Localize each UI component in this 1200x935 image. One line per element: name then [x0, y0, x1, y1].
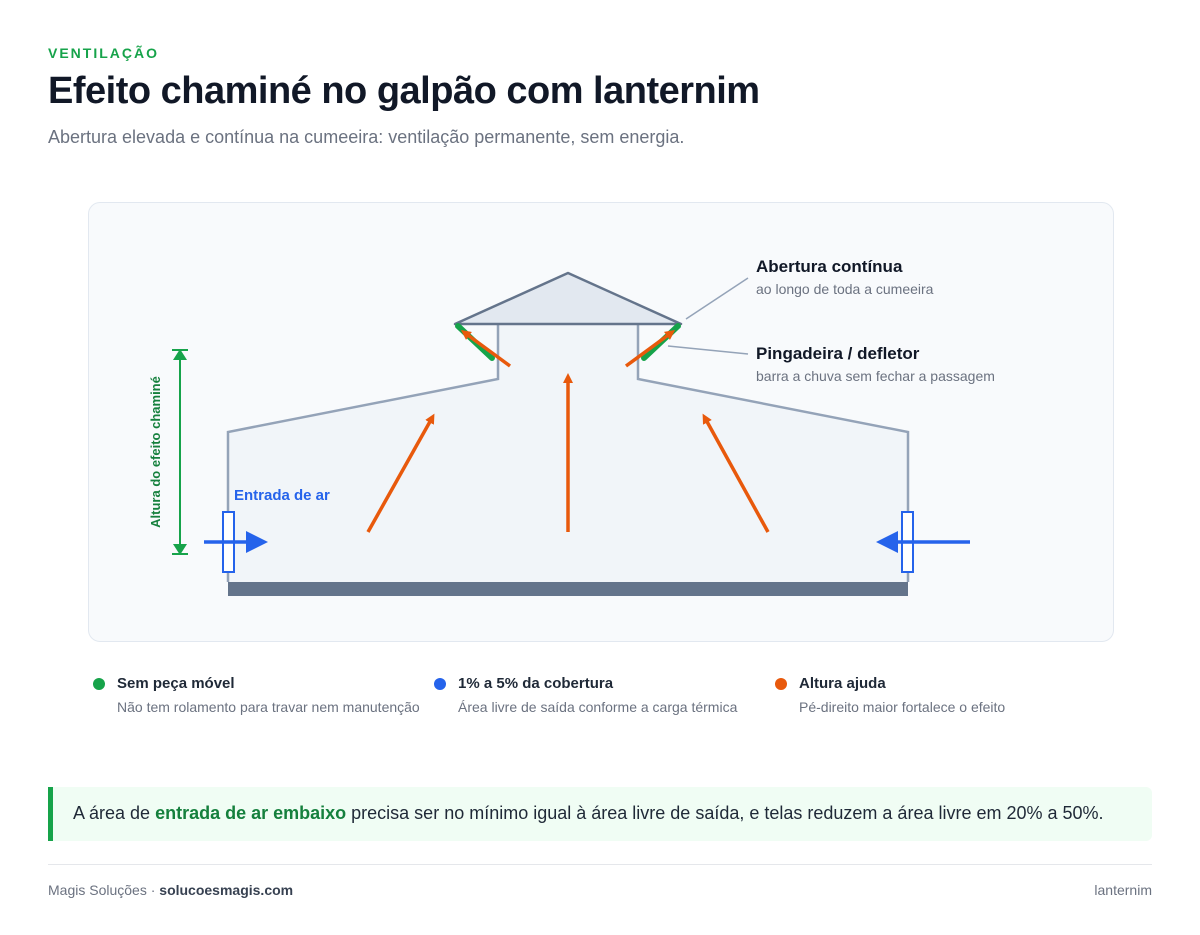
legend-desc: Pé-direito maior fortalece o efeito [799, 699, 1006, 715]
section-eyebrow: VENTILAÇÃO [48, 45, 159, 61]
height-marker-top-head [173, 349, 187, 360]
lantern-roof-cap [453, 271, 683, 326]
drip-annotation-sub: barra a chuva sem fechar a passagem [756, 368, 995, 384]
legend-dot [93, 678, 105, 690]
exhaust-arrow-left [460, 330, 512, 368]
airflow-arrow-left [366, 413, 435, 533]
info-callout: A área de entrada de ar embaixo precisa … [48, 787, 1152, 841]
legend-desc: Área livre de saída conforme a carga tér… [458, 699, 738, 715]
footer-divider [48, 864, 1152, 865]
floor-slab [228, 582, 908, 596]
legend-desc: Não tem rolamento para travar nem manute… [117, 699, 420, 715]
building-outline-right [636, 325, 910, 582]
page-title: Efeito chaminé no galpão com lanternim [48, 70, 760, 112]
inlet-arrow-right-head [876, 531, 898, 553]
legend-title: Altura ajuda [799, 675, 886, 692]
exhaust-arrow-right [624, 330, 676, 368]
page-subtitle: Abertura elevada e contínua na cumeeira:… [48, 127, 685, 147]
legend-title: Sem peça móvel [117, 675, 235, 692]
opening-annotation-sub: ao longo de toda a cumeeira [756, 281, 934, 297]
footer-site-link[interactable]: solucoesmagis.com [159, 882, 294, 898]
height-marker-bottom-head [173, 544, 187, 555]
footer-brand-name: Magis Soluções · [48, 882, 160, 898]
opening-leader-line [685, 277, 749, 320]
footer-brand: Magis Soluções · solucoesmagis.com [48, 882, 293, 898]
legend-title: 1% a 5% da cobertura [458, 675, 614, 692]
footer-tag: lanternim [1094, 882, 1152, 898]
drip-annotation-title: Pingadeira / defletor [756, 344, 920, 363]
height-marker-label: Altura do efeito chaminé [148, 376, 163, 528]
legend-dot [775, 678, 787, 690]
opening-annotation-title: Abertura contínua [756, 257, 903, 276]
inlet-arrow-left-head [246, 531, 268, 553]
legend: Sem peça móvel Não tem rolamento para tr… [0, 675, 1200, 725]
callout-prefix: A área de [73, 803, 156, 823]
legend-dot [434, 678, 446, 690]
building-outline [226, 325, 500, 582]
drip-leader-line [667, 345, 749, 355]
callout-suffix: precisa ser no mínimo igual à área livre… [346, 803, 1104, 823]
callout-highlight: entrada de ar embaixo [155, 803, 347, 823]
airflow-arrow-right [702, 413, 770, 533]
inlet-annotation: Entrada de ar [234, 487, 330, 504]
